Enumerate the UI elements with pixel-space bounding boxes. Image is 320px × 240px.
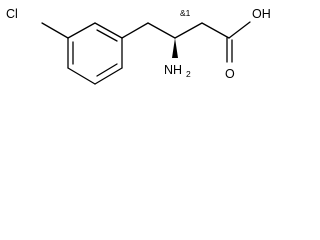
ring-bond-4: [67, 67, 96, 85]
amine-label: NH: [164, 63, 182, 77]
amine-subscript: 2: [186, 69, 191, 79]
ring-bond-3: [94, 67, 123, 85]
c-oh-bond: [228, 21, 251, 39]
ch-ch2-bond: [174, 22, 203, 39]
c-cl-bond: [41, 22, 69, 39]
ring-bond-6: [67, 22, 96, 39]
ring-bond-1: [94, 22, 123, 39]
hydroxyl-label: OH: [252, 7, 271, 21]
ch2-cooh-bond: [201, 22, 230, 39]
side-chain: [121, 21, 251, 63]
benzene-ring: [67, 22, 123, 85]
ch2-ch-bond: [147, 22, 176, 39]
stereo-center-label: &1: [180, 8, 191, 18]
ring-ch2-bond: [121, 22, 149, 39]
stereo-wedge-bond: [172, 38, 178, 58]
ring-double-bond-2: [96, 63, 118, 77]
chemical-structure-diagram: Cl OH O NH 2 &1: [6, 7, 271, 85]
chlorine-atom-label: Cl: [6, 7, 18, 21]
carbonyl-oxygen-label: O: [225, 67, 235, 81]
ring-double-bond-1: [96, 29, 118, 42]
